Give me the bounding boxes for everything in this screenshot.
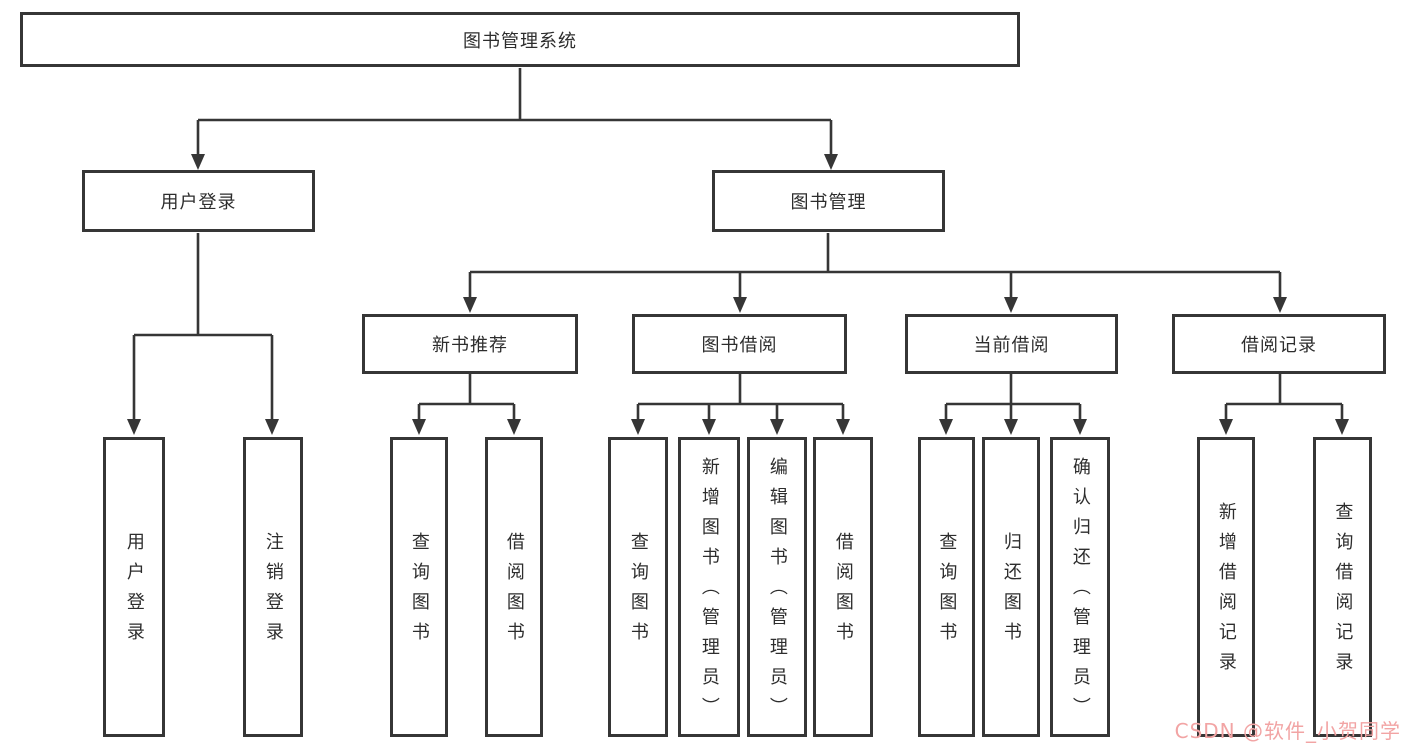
node-leaf-query-books-current: 查询图书 bbox=[918, 437, 975, 737]
node-label: 新增图书（管理员） bbox=[698, 457, 720, 727]
node-label: 归还图书 bbox=[1000, 532, 1022, 652]
node-leaf-borrow-books: 借阅图书 bbox=[813, 437, 873, 737]
node-leaf-confirm-return-admin: 确认归还（管理员） bbox=[1050, 437, 1110, 737]
node-label: 新增借阅记录 bbox=[1215, 502, 1237, 682]
node-leaf-query-borrow-record: 查询借阅记录 bbox=[1313, 437, 1372, 737]
node-label: 查询借阅记录 bbox=[1332, 502, 1354, 682]
node-label: 借阅图书 bbox=[832, 532, 854, 652]
node-leaf-borrow-books-recommend: 借阅图书 bbox=[485, 437, 543, 737]
node-book-management: 图书管理 bbox=[712, 170, 945, 232]
node-leaf-query-books-recommend: 查询图书 bbox=[390, 437, 448, 737]
node-label: 确认归还（管理员） bbox=[1069, 457, 1091, 727]
node-label: 当前借阅 bbox=[973, 335, 1050, 356]
node-leaf-query-books-borrowing: 查询图书 bbox=[608, 437, 668, 737]
node-system-root: 图书管理系统 bbox=[20, 12, 1020, 67]
node-label: 图书管理系统 bbox=[463, 30, 577, 52]
node-leaf-add-borrow-record: 新增借阅记录 bbox=[1197, 437, 1255, 737]
node-leaf-user-login: 用户登录 bbox=[103, 437, 165, 737]
node-label: 图书管理 bbox=[790, 192, 867, 213]
node-leaf-logout: 注销登录 bbox=[243, 437, 303, 737]
node-label: 用户登录 bbox=[160, 192, 237, 213]
node-label: 查询图书 bbox=[408, 532, 430, 652]
node-label: 图书借阅 bbox=[701, 335, 778, 356]
node-label: 查询图书 bbox=[936, 532, 958, 652]
node-label: 用户登录 bbox=[123, 532, 145, 652]
node-label: 借阅记录 bbox=[1241, 335, 1317, 356]
node-book-borrowing: 图书借阅 bbox=[632, 314, 847, 374]
node-leaf-return-books: 归还图书 bbox=[982, 437, 1040, 737]
node-label: 查询图书 bbox=[627, 532, 649, 652]
node-current-borrowing: 当前借阅 bbox=[905, 314, 1118, 374]
node-borrowing-records: 借阅记录 bbox=[1172, 314, 1386, 374]
node-leaf-edit-books-admin: 编辑图书（管理员） bbox=[747, 437, 807, 737]
node-user-login: 用户登录 bbox=[82, 170, 315, 232]
node-label: 借阅图书 bbox=[503, 532, 525, 652]
node-label: 注销登录 bbox=[262, 532, 284, 652]
node-label: 编辑图书（管理员） bbox=[766, 457, 788, 727]
node-label: 新书推荐 bbox=[432, 335, 508, 356]
node-leaf-add-books-admin: 新增图书（管理员） bbox=[678, 437, 740, 737]
watermark: CSDN @软件_小贺同学 bbox=[1174, 719, 1401, 743]
node-new-book-recommend: 新书推荐 bbox=[362, 314, 578, 374]
